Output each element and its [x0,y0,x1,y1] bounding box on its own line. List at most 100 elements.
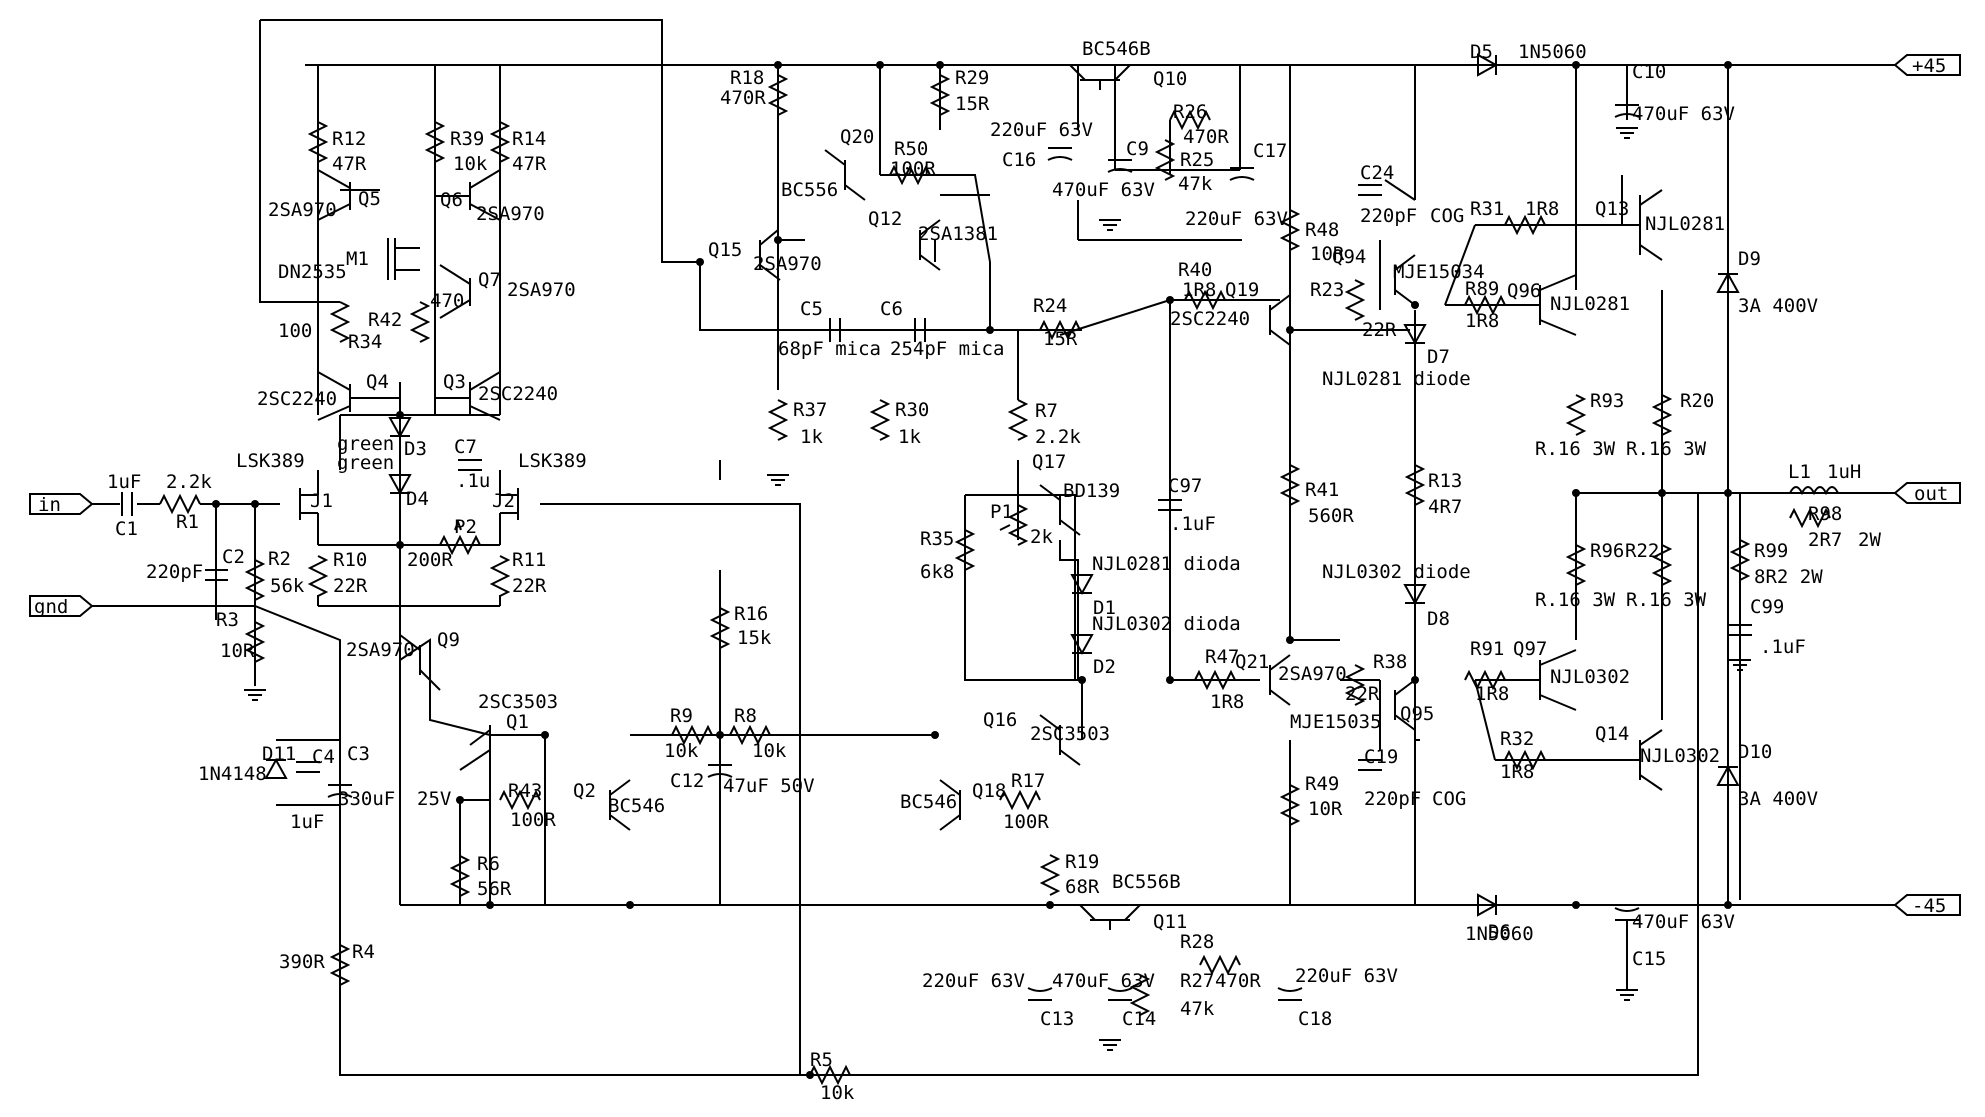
q15-type: 2SA970 [753,253,822,275]
transistor-q10 [1069,64,1131,90]
r40-designator: R40 [1178,259,1212,281]
resistor-r96 [1565,544,1587,586]
c1-value: 1uF [107,471,141,493]
resistor-r27b [1129,974,1151,1016]
q10-type: BC546B [1082,38,1151,60]
r3-value: 10R [220,640,255,662]
q17-type: BD139 [1063,480,1120,502]
c2-value: 220pF [146,561,203,583]
capacitor-c1 [121,492,133,516]
resistor-r20 [1651,394,1673,436]
r26-value: 470R [1183,126,1229,148]
c18-designator: C18 [1298,1008,1332,1030]
q14-type: NJL0302 [1640,745,1720,767]
d1-designator: D1 [1093,597,1116,619]
q7-designator: Q7 [478,269,501,291]
c2-designator: C2 [222,546,245,568]
r1-value: 2.2k [166,471,212,493]
ground-symbol [1615,989,1639,1001]
r31-designator: R31 [1470,198,1504,220]
capacitor-c7 [458,459,482,471]
resistor-r35 [954,529,976,571]
capacitor-c97 [1158,499,1182,511]
r14-value: 47R [512,153,547,175]
r41-value: 560R [1308,505,1354,527]
resistor-r49 [1279,784,1301,826]
c9-value: 470uF 63V [1052,179,1155,201]
r11-designator: R11 [512,549,546,571]
r91-value: 1R8 [1475,683,1509,705]
c17-value: 220uF 63V [1185,208,1288,230]
q6-type: 2SA970 [476,203,545,225]
jfet-j1 [299,470,319,545]
d4-designator: D4 [406,488,429,510]
diode-d8 [1403,584,1427,606]
r25-value: 47k [1178,173,1213,195]
r98-wattage: 2W [1858,529,1881,551]
r89-value: 1R8 [1465,310,1499,332]
r30-value: 1k [898,426,921,448]
q12-type: 2SA1381 [918,223,998,245]
d11-type: 1N4148 [198,763,267,785]
q97-type: NJL0302 [1550,666,1630,688]
capacitor-c13 [1027,987,1053,1001]
capacitor-c5 [829,318,841,342]
capacitor-c15 [1614,907,1640,921]
r7-designator: R7 [1035,400,1058,422]
r38-designator: R38 [1373,651,1407,673]
r93-value: R.16 3W [1535,438,1616,460]
r93-designator: R93 [1590,390,1624,412]
resistor-r7 [1007,399,1029,441]
q19-designator: Q19 [1225,279,1259,301]
r22-value: R.16 3W [1626,589,1707,611]
resistor-r27 [1199,954,1241,976]
transistor-q12 [919,219,941,271]
resistor-r19 [1039,854,1061,896]
resistor-r13 [1404,464,1426,506]
q20-designator: Q20 [840,126,874,148]
q5-type: 2SA970 [268,199,337,221]
d7-designator: D7 [1427,346,1450,368]
r89-designator: R89 [1465,278,1499,300]
c9-designator: C9 [1126,138,1149,160]
c15-value: 470uF 63V [1632,911,1735,933]
d5-designator: D5 [1470,41,1493,63]
resistor-r93 [1565,394,1587,436]
c12-designator: C12 [670,770,704,792]
resistor-r12 [307,121,329,163]
r35-value: 6k8 [920,561,954,583]
port-vpos: +45 [1893,54,1961,77]
r99-designator: R99 [1754,540,1788,562]
r38-value: 22R [1345,683,1380,705]
resistor-r38 [1344,664,1366,706]
resistor-r11 [489,555,511,597]
r24-designator: R24 [1033,295,1067,317]
q96-type: NJL0281 [1550,293,1630,315]
p1-designator: P1 [990,501,1013,523]
r4-designator: R4 [352,941,375,963]
c4-designator: C4 [312,746,335,768]
resistor-r34 [329,301,351,343]
l1-designator: L1 [1788,461,1811,483]
r37-value: 1k [800,426,823,448]
r25-designator: R25 [1180,149,1214,171]
m1-type: DN2535 [278,261,347,283]
d2-designator: D2 [1093,656,1116,678]
q95-designator: Q95 [1400,703,1434,725]
c97-designator: C97 [1168,475,1202,497]
c4-value: 1uF [290,811,324,833]
resistor-r39 [424,121,446,163]
resistor-r43 [499,789,541,811]
q16-designator: Q16 [983,709,1017,731]
r2-designator: R2 [268,548,291,570]
capacitor-c3 [327,784,353,798]
c5-value: 68pF mica [778,338,881,360]
diode-d11 [264,757,288,779]
q97-designator: Q97 [1513,638,1547,660]
r20-value: R.16 3W [1626,438,1707,460]
c7-designator: C7 [454,436,477,458]
transistor-q9 [399,634,441,691]
r6-value: 56R [477,878,512,900]
resistor-r30 [869,399,891,441]
